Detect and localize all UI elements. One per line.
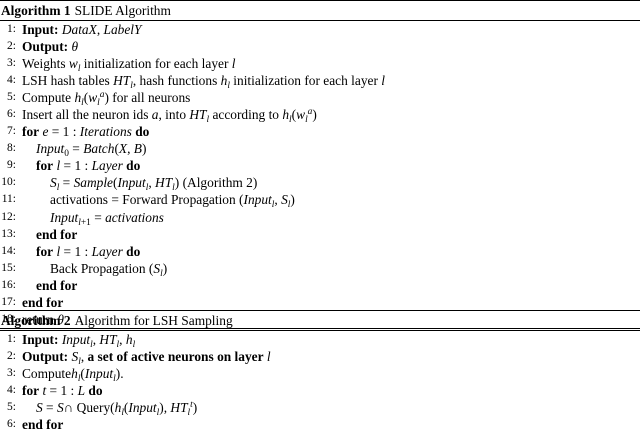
line-number: 14: [1, 244, 16, 257]
line-number: 6: [7, 108, 16, 121]
line-text: end for [22, 294, 64, 310]
line-number: 4: [7, 384, 16, 397]
line-text: activations = Forward Propagation (Input… [50, 192, 295, 211]
line-number: 2: [7, 40, 16, 53]
line-text: Output: Sl, a set of active neurons on l… [22, 349, 271, 368]
line-text: Weights wl initialization for each layer… [22, 56, 236, 75]
algorithm-1-caption: SLIDE Algorithm [74, 3, 171, 18]
line-text: for e = 1 : Iterations do [22, 124, 150, 140]
line-number: 4: [7, 74, 16, 87]
algorithm-2-title: Algorithm 2 [1, 313, 71, 328]
algorithm-line: 5: Compute hl(wla) for all neurons [0, 89, 640, 109]
algorithm-line: 14: for l = 1 : Layer do [0, 243, 640, 260]
line-text: Output: θ [22, 39, 79, 55]
algorithm-line: 1: Input: DataX, LabelY [0, 21, 640, 38]
line-text: S = S∩ Query(hl(Inputl), HTlt) [36, 400, 198, 419]
line-text: for l = 1 : Layer do [36, 243, 141, 259]
line-text: Input: DataX, LabelY [22, 22, 142, 37]
algorithm-line: 3: Computehl(Inputl). [0, 365, 640, 385]
algorithm-line: 4: LSH hash tables HTl, hash functions hl… [0, 72, 640, 92]
line-number: 1: [7, 333, 16, 345]
line-text: Compute hl(wla) for all neurons [22, 90, 191, 109]
line-text: LSH hash tables HTl, hash functions hl i… [22, 73, 386, 92]
line-number: 16: [1, 278, 16, 291]
line-text: Insert all the neuron ids a, into HTl ac… [22, 107, 317, 126]
line-number: 18: [1, 312, 16, 325]
line-number: 3: [7, 367, 16, 380]
line-number: 6: [7, 418, 16, 431]
algorithm-line: 11: activations = Forward Propagation (In… [0, 191, 640, 211]
algorithm-line: 2: Output: θ [0, 38, 640, 55]
algorithm-line: 2: Output: Sl, a set of active neurons on… [0, 348, 640, 368]
line-number: 2: [7, 350, 16, 363]
algorithm-line: 9: for l = 1 : Layer do [0, 157, 640, 174]
algorithm-line: 3: Weights wl initialization for each lay… [0, 55, 640, 75]
line-text: return θ [22, 311, 64, 327]
line-number: 9: [7, 159, 16, 172]
algorithm-line: 6: end for [0, 416, 640, 433]
algorithm-line: 18: return θ [0, 311, 640, 328]
algorithm-line: 1: Input: Inputl, HTl, hl [0, 331, 640, 350]
line-number: 8: [7, 142, 16, 155]
algorithm-line: 12: Inputl+1 = activations [0, 209, 640, 228]
line-text: for l = 1 : Layer do [36, 158, 141, 174]
algorithm-line: 6: Insert all the neuron ids a, into HTl … [0, 106, 640, 126]
algorithm-line: 16: end for [0, 277, 640, 294]
line-text: Computehl(Inputl). [22, 366, 124, 385]
algorithm-line: 8: Input0 = Batch(X, B) [0, 140, 640, 160]
algorithm-1-title: Algorithm 1 [1, 3, 71, 18]
line-number: 17: [1, 295, 16, 308]
line-text: end for [36, 226, 78, 242]
line-number: 11: [1, 193, 16, 206]
algorithm-line: 10: Sl = Sample(Inputl, HTl) (Algorithm 2… [0, 174, 640, 194]
line-number: 12: [1, 210, 16, 223]
algorithm-line: 15: Back Propagation (Sl) [0, 260, 640, 279]
line-number: 13: [1, 227, 16, 240]
line-number: 15: [1, 261, 16, 274]
line-text: Sl = Sample(Inputl, HTl) (Algorithm 2) [50, 175, 258, 194]
line-number: 3: [7, 57, 16, 70]
line-text: Inputl+1 = activations [50, 209, 164, 228]
algorithm-line: 13: end for [0, 226, 640, 243]
line-number: 5: [7, 91, 16, 104]
algorithm-line: 4: for t = 1 : L do [0, 382, 640, 399]
line-text: end for [22, 417, 64, 433]
algorithm-line: 17: end for [0, 294, 640, 311]
line-number: 7: [7, 125, 16, 138]
line-text: for t = 1 : L do [22, 383, 103, 399]
algorithm-2-body: 1: Input: Inputl, HTl, hl 2: Output: Sl, a … [0, 331, 640, 433]
algorithm-1-body: 1: Input: DataX, LabelY 2: Output: θ 3: Weigh… [0, 21, 640, 329]
line-text: Input: Inputl, HTl, hl [22, 332, 136, 350]
line-number: 5: [7, 401, 16, 414]
line-number: 1: [7, 23, 16, 35]
line-text: Input0 = Batch(X, B) [36, 141, 147, 160]
algorithm-line: 7: for e = 1 : Iterations do [0, 123, 640, 140]
line-number: 10: [1, 176, 16, 189]
line-text: end for [36, 277, 78, 293]
algorithm-2-caption: Algorithm for LSH Sampling [74, 313, 233, 328]
line-text: Back Propagation (Sl) [50, 260, 168, 279]
algorithm-line: 5: S = S∩ Query(hl(Inputl), HTlt) [0, 399, 640, 419]
